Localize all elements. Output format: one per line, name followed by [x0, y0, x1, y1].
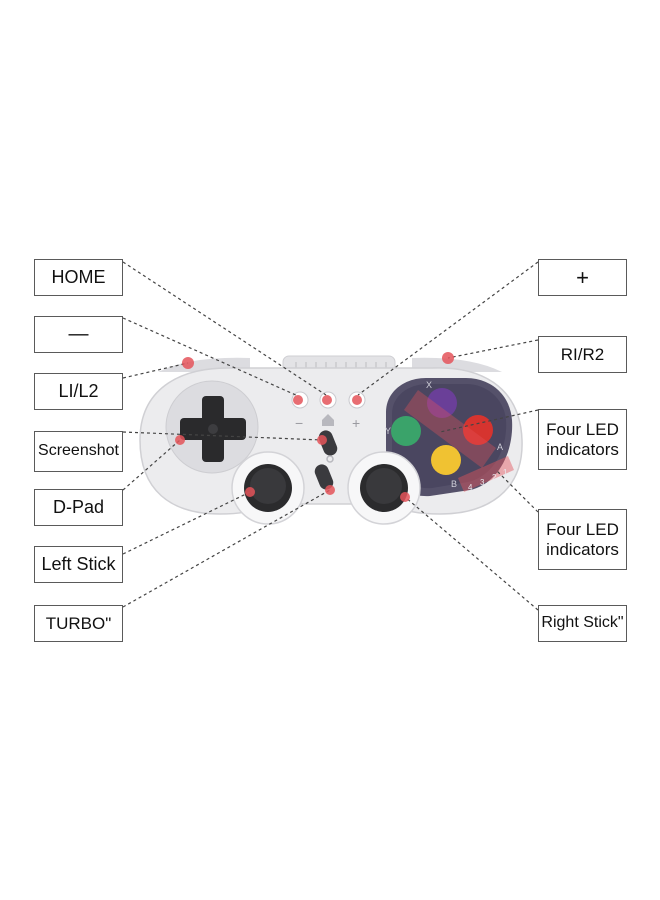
label-turbo-text: TURBO" [45, 613, 112, 633]
marker-left-stick [245, 487, 255, 497]
marker-plus [352, 395, 362, 405]
leader-led-top [439, 409, 539, 433]
leader-dpad [122, 439, 181, 491]
label-dpad-text: D-Pad [52, 497, 105, 518]
face-button-panel [386, 378, 513, 497]
label-led-indicators-bottom: Four LED indicators [538, 509, 627, 570]
label-home-text: HOME [51, 267, 106, 288]
label-left-stick: Left Stick [34, 546, 123, 583]
label-dpad: D-Pad [34, 489, 123, 526]
turbo-button[interactable] [313, 462, 336, 491]
marker-minus [293, 395, 303, 405]
led-indicator-strip: 4 3 2 1 [458, 456, 514, 492]
label-screenshot: Screenshot [34, 431, 123, 472]
label-led-top-line1: Four LED [546, 419, 619, 439]
label-r1-r2-text: RI/R2 [560, 344, 605, 364]
screenshot-house-icon [322, 414, 334, 426]
face-letter-y: Y [385, 426, 391, 436]
right-stick[interactable] [347, 451, 421, 525]
marker-right-stick [400, 492, 410, 502]
label-plus-text: + [576, 264, 589, 290]
leader-minus [122, 317, 299, 397]
label-r1-r2: RI/R2 [538, 336, 627, 373]
button-x[interactable] [427, 388, 457, 418]
plus-symbol: + [352, 415, 360, 431]
label-turbo: TURBO" [34, 605, 123, 642]
led-number-2: 2 [492, 473, 497, 482]
leader-l1l2 [122, 362, 189, 379]
label-plus: + [538, 259, 627, 296]
label-home: HOME [34, 259, 123, 296]
label-l1-l2-text: LI/L2 [58, 381, 99, 402]
label-minus-text: — [68, 323, 89, 345]
turbo-gear-icon [326, 455, 334, 463]
label-minus: — [34, 316, 123, 353]
face-letter-a: A [497, 442, 503, 452]
marker-turbo [325, 485, 335, 495]
button-b[interactable] [431, 445, 461, 475]
minus-symbol: − [295, 415, 303, 431]
marker-l1l2 [182, 357, 194, 369]
led-number-3: 3 [480, 478, 485, 487]
leader-led-bottom [495, 469, 539, 513]
marker-dots [175, 352, 454, 502]
label-right-stick-text: Right Stick" [541, 614, 624, 632]
marker-screenshot [175, 435, 185, 445]
leader-lines [122, 261, 539, 611]
leader-plus [357, 261, 539, 396]
label-led-indicators-top: Four LED indicators [538, 409, 627, 470]
label-screenshot-text: Screenshot [38, 442, 119, 460]
label-l1-l2: LI/L2 [34, 373, 123, 410]
marker-screenshot-btn [317, 435, 327, 445]
face-letter-b: B [451, 479, 457, 489]
marker-r1r2 [442, 352, 454, 364]
marker-home [322, 395, 332, 405]
button-y[interactable] [391, 416, 421, 446]
label-left-stick-text: Left Stick [41, 554, 116, 575]
leader-turbo [122, 489, 331, 608]
label-right-stick: Right Stick" [538, 605, 627, 642]
face-letter-x: X [426, 380, 432, 390]
led-number-1: 1 [503, 468, 508, 477]
label-led-top-line2: indicators [546, 439, 619, 459]
leader-home [122, 261, 327, 396]
label-led-bottom-line2: indicators [546, 539, 619, 559]
leader-r1r2 [447, 339, 539, 359]
leader-right-stick [404, 496, 539, 611]
led-number-4: 4 [468, 483, 473, 492]
label-led-bottom-line1: Four LED [546, 519, 619, 539]
button-a[interactable] [463, 415, 493, 445]
controller: X Y A B 4 3 2 1 − + [139, 355, 523, 525]
left-stick[interactable] [231, 451, 305, 525]
face-highlight [404, 390, 496, 468]
